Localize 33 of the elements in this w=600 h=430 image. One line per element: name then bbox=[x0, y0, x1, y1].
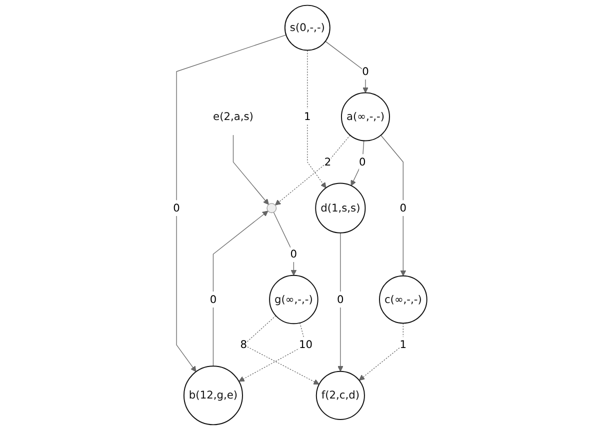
edge-label: 0 bbox=[173, 201, 180, 214]
arrow bbox=[238, 322, 306, 382]
edge-label: 8 bbox=[240, 338, 247, 351]
arrow bbox=[338, 232, 344, 372]
arrow bbox=[307, 50, 326, 188]
node-circle: a(∞,-,-) bbox=[340, 92, 390, 142]
edge-label: 1 bbox=[304, 110, 311, 123]
arrow bbox=[176, 34, 286, 372]
arrow bbox=[325, 40, 368, 94]
edge-label: 0 bbox=[362, 64, 369, 78]
edge-label: 0 bbox=[290, 247, 298, 260]
edge-label: 0 bbox=[400, 201, 407, 214]
node-circle: b(12,g,e) bbox=[183, 366, 243, 426]
arrow bbox=[232, 134, 269, 205]
node-text: e(2,a,s) bbox=[213, 110, 254, 123]
edge-label: 1 bbox=[400, 338, 407, 351]
edge-label: 10 bbox=[298, 338, 312, 351]
node-circle bbox=[266, 203, 277, 214]
arrow bbox=[380, 134, 406, 276]
arrow bbox=[212, 210, 268, 366]
node-circle: s(0,-,-) bbox=[284, 4, 330, 51]
node-circle: d(1,s,s) bbox=[315, 182, 366, 234]
arrow bbox=[358, 322, 404, 381]
arrow bbox=[350, 140, 364, 186]
node-circle: g(∞,-,-) bbox=[269, 274, 318, 324]
arrow bbox=[273, 212, 297, 276]
node-circle: c(∞,-,-) bbox=[378, 275, 428, 324]
arrow bbox=[274, 134, 350, 206]
edge-label: 0 bbox=[359, 155, 366, 168]
edge-label: 0 bbox=[337, 292, 344, 306]
node-circle: f(2,c,d) bbox=[316, 370, 365, 420]
edge-label: 0 bbox=[210, 292, 217, 306]
edge-label: 2 bbox=[324, 155, 332, 168]
